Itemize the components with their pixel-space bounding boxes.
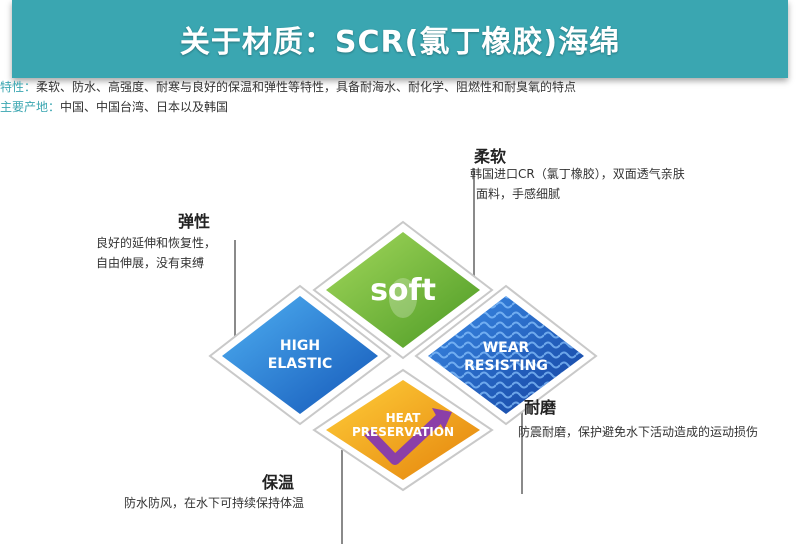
- elastic-heading: 弹性: [178, 212, 211, 231]
- heat-tile-line1: HEAT: [386, 411, 422, 425]
- origin-text: 中国、中国台湾、日本以及韩国: [60, 100, 229, 114]
- heat-connector: [341, 450, 343, 544]
- soft-tile-label: soft: [370, 273, 436, 308]
- soft-connector: [473, 168, 475, 276]
- wear-heading: 耐磨: [524, 398, 557, 417]
- elastic-tile-line1: HIGH: [280, 338, 320, 354]
- heat-desc: 防水防风，在水下可持续保持体温: [124, 493, 304, 513]
- elastic-desc-line1: 良好的延伸和恢复性，: [96, 236, 217, 250]
- heat-desc-line1: 防水防风，在水下可持续保持体温: [124, 496, 305, 510]
- soft-desc-line2: 面料，手感细腻: [476, 187, 561, 201]
- soft-desc-line1: 韩国进口CR（氯丁橡胶），双面透气亲肤: [470, 167, 685, 181]
- soft-heading: 柔软: [474, 147, 507, 166]
- wear-tile: WEAR RESISTING: [414, 284, 598, 426]
- heat-tile-line2: PRESERVATION: [352, 425, 454, 439]
- wear-connector: [521, 378, 523, 494]
- page-title: 关于材质：SCR(氯丁橡胶)海绵: [179, 25, 621, 60]
- feature-line: 特性：柔软、防水、高强度、耐寒与良好的保温和弹性等特性，具备耐海水、耐化学、阻燃…: [0, 78, 576, 95]
- feature-text: 柔软、防水、高强度、耐寒与良好的保温和弹性等特性，具备耐海水、耐化学、阻燃性和耐…: [36, 80, 577, 94]
- elastic-connector: [234, 240, 236, 342]
- wear-tile-line2: RESISTING: [464, 358, 548, 374]
- wear-tile-line1: WEAR: [483, 340, 530, 356]
- elastic-tile: HIGH ELASTIC: [208, 284, 392, 426]
- origin-line: 主要产地：中国、中国台湾、日本以及韩国: [0, 98, 228, 115]
- wear-desc: 防震耐磨，保护避免水下活动造成的运动损伤: [518, 422, 758, 442]
- wear-desc-line1: 防震耐磨，保护避免水下活动造成的运动损伤: [518, 425, 759, 439]
- soft-tile: soft: [312, 220, 494, 360]
- elastic-desc: 良好的延伸和恢复性， 自由伸展，没有束缚: [96, 233, 216, 273]
- title-banner: 关于材质：SCR(氯丁橡胶)海绵: [12, 0, 788, 78]
- elastic-desc-line2: 自由伸展，没有束缚: [96, 256, 205, 270]
- arrow-icon: [364, 414, 444, 465]
- heat-heading: 保温: [262, 473, 295, 492]
- elastic-tile-line2: ELASTIC: [268, 356, 332, 372]
- soft-desc: 韩国进口CR（氯丁橡胶），双面透气亲肤 面料，手感细腻: [470, 164, 685, 204]
- heat-tile: HEAT PRESERVATION: [312, 368, 494, 492]
- origin-label: 主要产地：: [0, 100, 61, 114]
- feature-label: 特性：: [0, 80, 37, 94]
